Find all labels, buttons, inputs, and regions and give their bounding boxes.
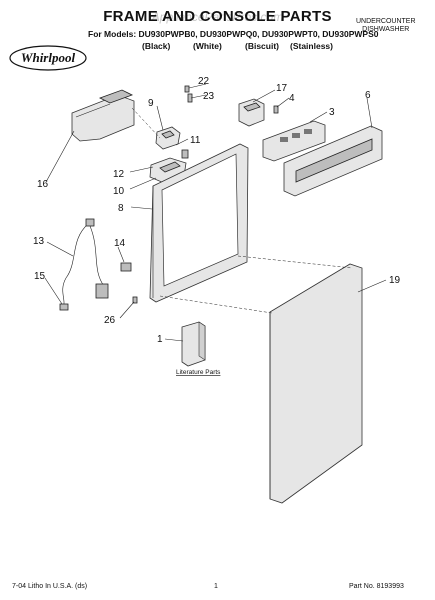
control-panel-part [262,120,326,162]
leader-line [309,111,328,123]
assembly-line [131,107,161,139]
leader-line [46,241,74,257]
callout-9: 9 [148,98,154,109]
leader-line [190,94,207,99]
leader-line [130,206,153,210]
watermark: AppliancePartsPros.com [151,10,284,24]
hinge-bracket-part [155,126,181,150]
leader-line [119,301,135,319]
callout-6: 6 [365,90,371,101]
callout-11: 11 [190,135,201,146]
leader-line [117,246,125,263]
callout-14: 14 [114,238,126,249]
variant-black: (Black) [142,41,171,51]
clip-part-26 [132,296,138,304]
leader-line [164,338,184,342]
clip-part [273,105,279,114]
console-panel-part [283,125,383,197]
page-title: FRAME AND CONSOLE PARTS [103,8,332,25]
callout-10: 10 [113,186,125,197]
screw-part-22 [184,85,190,93]
switch-part [238,98,265,127]
callout-12: 12 [113,169,125,180]
callout-23: 23 [203,91,215,102]
assembly-line [237,255,353,269]
leader-line [156,105,164,131]
console-bracket-part [71,89,135,142]
leader-line [44,277,63,305]
callout-17: 17 [276,83,288,94]
connector-part [120,262,132,272]
callout-8: 8 [118,203,124,214]
footer-litho: 7-04 Litho In U.S.A. (ds) [12,583,88,590]
literature-part [181,321,206,367]
product-line-1: UNDERCOUNTER [356,18,416,25]
literature-parts-label: Literature Parts [176,369,221,376]
model-list: For Models: DU930PWPB0, DU930PWPQ0, DU93… [88,29,379,39]
product-type: UNDERCOUNTER DISHWASHER [356,18,416,34]
leader-line [357,279,387,293]
brand-name: Whirlpool [21,50,76,65]
product-line-2: DISHWASHER [362,26,410,33]
leader-line [276,97,290,108]
callout-4: 4 [289,93,295,104]
leader-line [45,130,75,183]
assembly-line [159,295,273,314]
variant-biscuit: (Biscuit) [245,41,279,51]
variant-white: (White) [193,41,222,51]
callout-3: 3 [329,107,335,118]
callout-19: 19 [389,275,401,286]
leader-line [129,177,157,190]
leader-line [252,89,276,103]
leader-line [129,166,154,173]
footer-page-number: 1 [214,583,218,590]
variant-stainless: (Stainless) [290,41,333,51]
callout-1: 1 [157,334,163,345]
footer-part-number: Part No. 8193993 [349,583,404,590]
callout-22: 22 [198,76,210,87]
callout-15: 15 [34,271,46,282]
callout-13: 13 [33,236,45,247]
whirlpool-logo: Whirlpool [9,45,87,71]
wire-harness-part [59,218,109,311]
leader-line [366,97,373,129]
callout-26: 26 [104,315,116,326]
leader-line [188,83,207,89]
leader-line [175,138,189,146]
callout-16: 16 [37,179,49,190]
door-frame-part [149,143,249,303]
outer-door-panel-part [269,263,363,504]
